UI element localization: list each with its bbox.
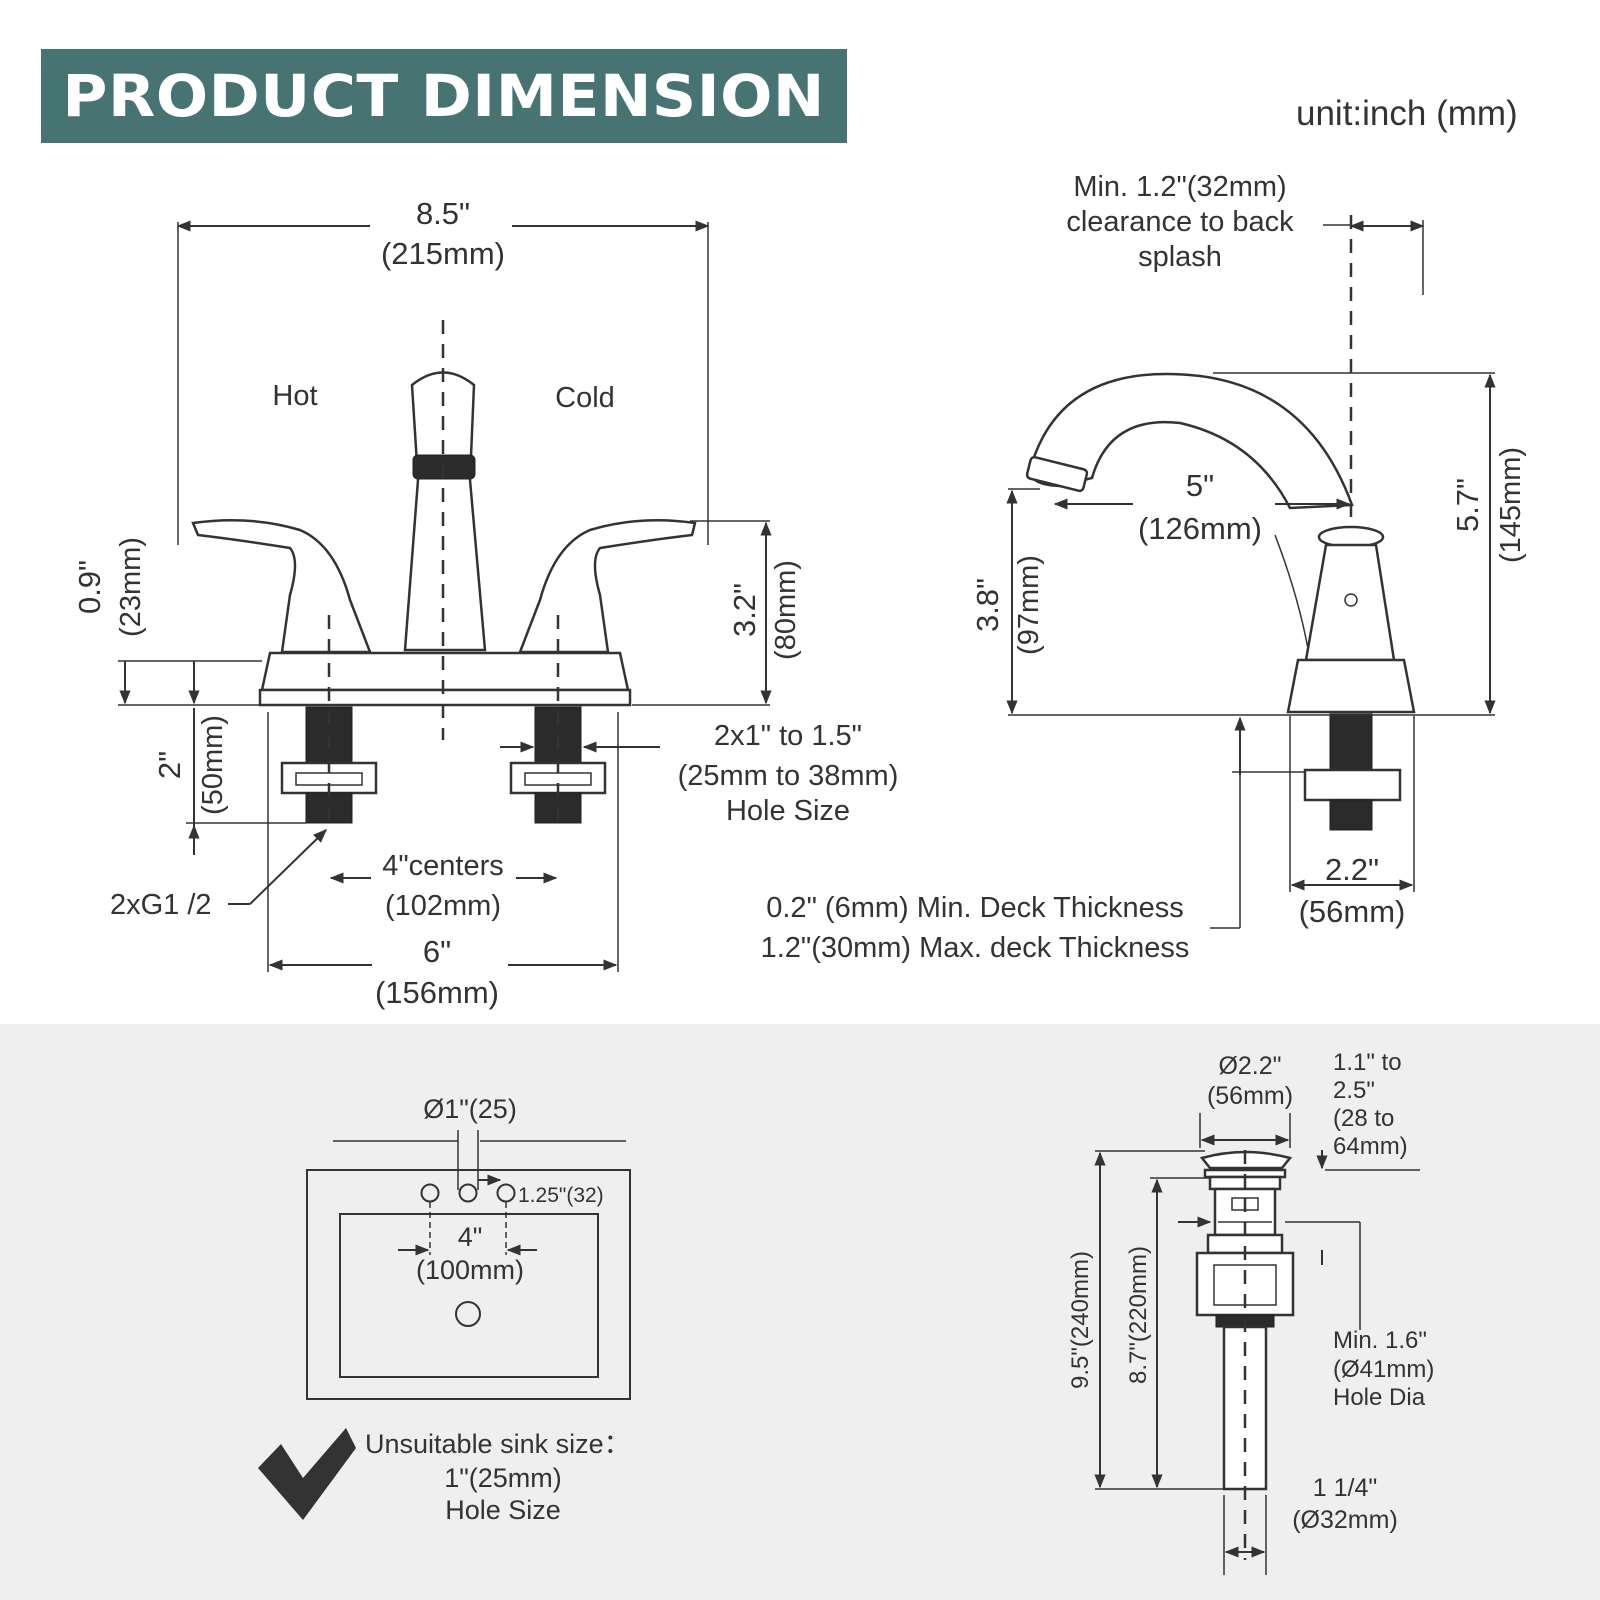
spout-reach-in: 5" (1186, 468, 1214, 503)
tail-mm: (Ø32mm) (1292, 1506, 1398, 1534)
hole-size-line1: 2x1" to 1.5" (714, 720, 862, 752)
thread-label: 2xG1 /2 (110, 889, 212, 921)
deck-height-in: 0.9" (72, 560, 107, 614)
deck-plate (260, 651, 630, 692)
side-hole-label: 1.25"(32) (518, 1184, 604, 1207)
front-view: 8.5" (215mm) Hot Cold (72, 196, 898, 1010)
spout-height-mm: (97mm) (1013, 555, 1045, 655)
side-view: Min. 1.2"(32mm) clearance to back splash… (761, 171, 1527, 964)
unit-label: unit:inch (mm) (1296, 94, 1518, 133)
handle-height-mm: (80mm) (770, 560, 802, 660)
sink-note-line2: 1"(25mm) (444, 1463, 562, 1493)
handle-height-in: 3.2" (727, 583, 762, 637)
right-handle (518, 518, 697, 654)
deck-height-mm: (23mm) (115, 537, 147, 637)
hole-size-line3: Hole Size (726, 795, 850, 827)
total-length: 9.5"(240mm) (1067, 1251, 1094, 1389)
right-hole (496, 1183, 516, 1203)
deck-min: 0.2" (6mm) Min. Deck Thickness (766, 892, 1183, 924)
sink-basin (339, 1213, 599, 1378)
total-height-mm: (145mm) (1495, 447, 1527, 563)
side-aerator (1025, 455, 1089, 493)
sink-view: Ø1"(25) 1.25"(32) 4" (100mm) Unsuitable … (258, 1094, 631, 1525)
overall-width-mm: (215mm) (381, 236, 505, 271)
clearance-line3: splash (1138, 241, 1222, 273)
sink-note-line3: Hole Size (445, 1495, 561, 1525)
page-title: PRODUCT DIMENSION (62, 62, 826, 130)
min-hole-line1: Min. 1.6" (1333, 1327, 1427, 1354)
range-line1: 1.1" to (1333, 1049, 1402, 1076)
body-length: 8.7"(220mm) (1125, 1246, 1152, 1384)
base-width-in: 6" (423, 934, 451, 969)
hot-label: Hot (272, 380, 317, 412)
spout-reach-mm: (126mm) (1138, 511, 1262, 546)
left-handle (191, 518, 372, 654)
deck-max: 1.2"(30mm) Max. deck Thickness (761, 932, 1190, 964)
cap-dia-in: Ø2.2" (1218, 1052, 1281, 1080)
clearance-line1: Min. 1.2"(32mm) (1073, 171, 1286, 203)
title-banner: PRODUCT DIMENSION (41, 49, 847, 143)
sink-center-in: 4" (458, 1222, 483, 1252)
tail-in: 1 1/4" (1313, 1474, 1377, 1502)
checkmark-icon (258, 1428, 356, 1520)
spout (403, 371, 487, 652)
range-line3: (28 to (1333, 1105, 1394, 1132)
centers-mm: (102mm) (385, 890, 501, 922)
base-dia-mm: (56mm) (1299, 894, 1406, 929)
min-hole-line2: (Ø41mm) (1333, 1356, 1434, 1383)
side-handle (1304, 543, 1396, 662)
bottom-panel (0, 1024, 1600, 1600)
spout-height-in: 3.8" (970, 578, 1005, 632)
left-hole (420, 1183, 440, 1203)
side-base (1286, 658, 1416, 714)
shank-length-in: 2" (152, 751, 187, 779)
sink-note-line1: Unsuitable sink size： (365, 1429, 631, 1459)
cap-dia-mm: (56mm) (1207, 1082, 1293, 1110)
deck-base (258, 688, 632, 707)
cold-label: Cold (555, 382, 615, 414)
sink-hole-dia: Ø1"(25) (423, 1094, 517, 1124)
drain-hole (455, 1301, 481, 1327)
center-hole (458, 1183, 478, 1203)
shank-length-mm: (50mm) (197, 715, 229, 815)
sink-outer (306, 1169, 631, 1400)
side-spout (1028, 372, 1354, 510)
drain-view: Ø2.2" (56mm) 1.1" to 2.5" (28 to 64mm) 9… (1067, 1049, 1434, 1575)
overall-width-in: 8.5" (416, 196, 470, 231)
sink-center-mm: (100mm) (416, 1255, 524, 1285)
base-width-mm: (156mm) (375, 975, 499, 1010)
range-line4: 64mm) (1333, 1133, 1408, 1160)
total-height-in: 5.7" (1450, 478, 1485, 532)
base-dia-in: 2.2" (1325, 852, 1379, 887)
hole-size-line2: (25mm to 38mm) (678, 760, 899, 792)
centers-in: 4"centers (382, 850, 504, 882)
range-line2: 2.5" (1333, 1077, 1375, 1104)
min-hole-line3: Hole Dia (1333, 1384, 1426, 1411)
clearance-line2: clearance to back (1066, 206, 1294, 238)
